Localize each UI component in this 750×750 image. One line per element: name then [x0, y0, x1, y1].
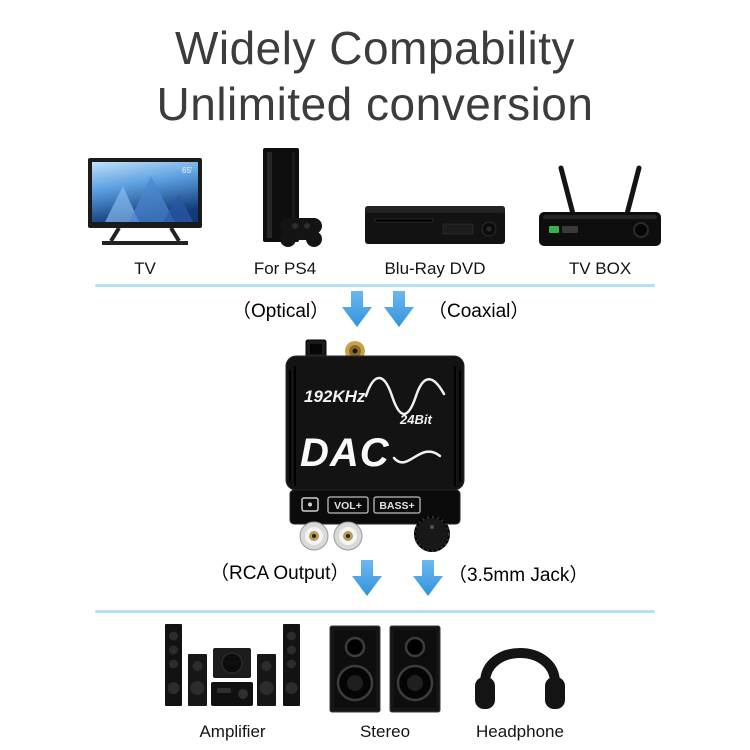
optical-down-arrow-icon: [342, 291, 372, 327]
bluray-player-icon: [365, 206, 505, 244]
device-label-tvbox: TV BOX: [568, 259, 632, 278]
device-headphone: Headphone: [470, 627, 570, 742]
optical-input-label: （Optical）: [232, 301, 330, 322]
device-label-headphone: Headphone: [476, 722, 564, 741]
toslink-optical-port: [305, 339, 327, 359]
device-label-stereo: Stereo: [359, 722, 411, 741]
svg-text:192KHz: 192KHz: [304, 387, 366, 406]
jack-down-arrow-icon: [413, 560, 443, 596]
coaxial-down-arrow-icon: [384, 291, 414, 327]
device-label-bluray: Blu-Ray DVD: [384, 259, 486, 278]
dac-device-image: 192KHz 24Bit DAC VOL+ BASS+: [285, 339, 465, 552]
device-tv: 65' TV: [85, 158, 205, 279]
svg-text:65': 65': [182, 166, 193, 175]
rca-down-arrow-icon: [352, 560, 382, 596]
svg-text:DAC: DAC: [300, 431, 390, 475]
device-amplifier: Amplifier: [165, 618, 300, 742]
source-devices-row: 65' TV For PS4: [85, 146, 665, 279]
usb-port-icon: [301, 497, 319, 512]
stereo-speakers-icon: [329, 625, 441, 713]
tv-icon: 65': [88, 158, 202, 245]
page-title: Widely Compability Unlimited conversion: [0, 20, 750, 132]
jack-output-label: （3.5mm Jack）: [448, 565, 589, 586]
svg-text:BASS+: BASS+: [379, 500, 414, 512]
ps4-icon: [263, 148, 322, 247]
svg-text:24Bit: 24Bit: [399, 412, 432, 427]
headphone-icon: [475, 648, 565, 709]
separator-line-top: [95, 284, 655, 287]
device-ps4: For PS4: [235, 146, 335, 279]
device-bluray: Blu-Ray DVD: [365, 194, 505, 279]
rca-output-jacks: [299, 521, 363, 551]
coaxial-input-label: （Coaxial）: [428, 301, 530, 322]
volume-knob: [414, 516, 450, 552]
device-label-tv: TV: [134, 259, 156, 278]
dac-converter: 192KHz 24Bit DAC VOL+ BASS+: [280, 336, 470, 561]
title-line-1: Widely Compability: [174, 22, 576, 74]
separator-line-bottom: [95, 610, 655, 613]
amplifier-icon: [165, 624, 300, 706]
device-label-amplifier: Amplifier: [199, 722, 266, 741]
device-tvbox: TV BOX: [535, 160, 665, 279]
device-stereo: Stereo: [329, 625, 441, 742]
title-line-2: Unlimited conversion: [156, 78, 594, 131]
output-devices-row: Amplifier Stereo: [165, 618, 570, 742]
rca-output-label: （RCA Output）: [210, 563, 350, 584]
svg-text:VOL+: VOL+: [334, 500, 362, 512]
tvbox-icon: [539, 165, 661, 246]
device-label-ps4: For PS4: [253, 259, 317, 278]
